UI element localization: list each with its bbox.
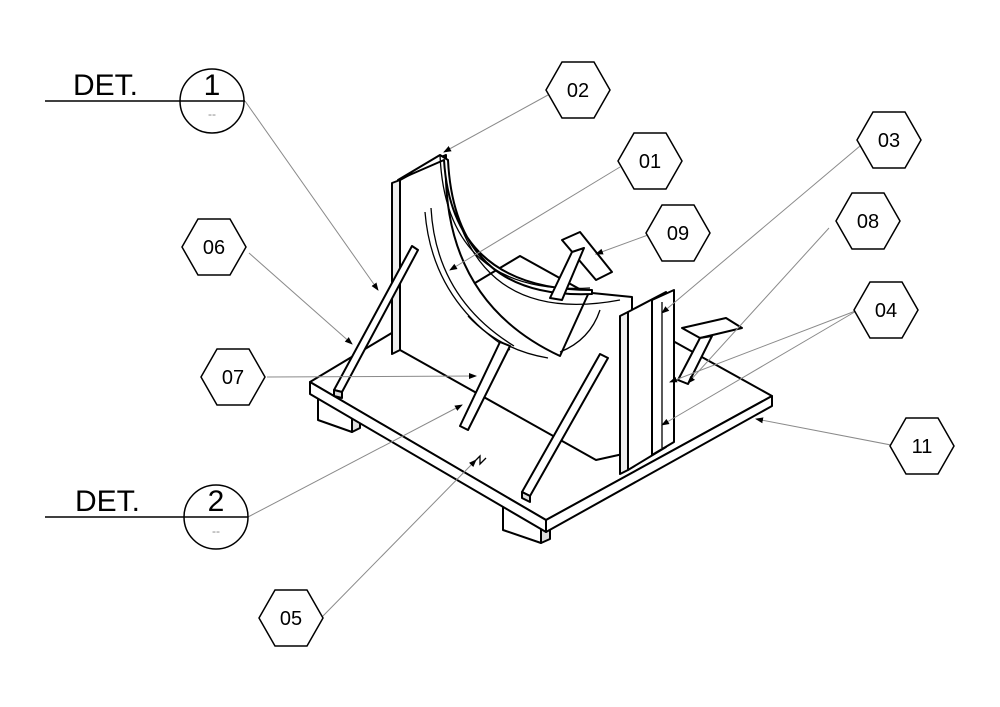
callout-06-label: 06 [203, 237, 225, 259]
detail-1-number: 1 [204, 69, 221, 102]
callout-02-label: 02 [567, 80, 589, 102]
callout-08-label: 08 [857, 211, 879, 233]
detail-marker-1: DET. 1 -- [45, 68, 245, 134]
callout-09: 09 [645, 204, 711, 262]
bracket-08 [677, 317, 743, 385]
detail-2-prefix: DET. [75, 485, 140, 518]
detail-marker-2: DET. 2 -- [45, 484, 249, 550]
callout-05-label: 05 [280, 608, 302, 630]
callout-01-label: 01 [639, 151, 661, 173]
end-plate-04 [651, 289, 675, 456]
callout-11: 11 [889, 417, 955, 475]
callout-09-label: 09 [667, 223, 689, 245]
callout-06: 06 [181, 218, 247, 276]
callout-03: 03 [856, 111, 922, 169]
detail-1-prefix: DET. [73, 69, 138, 102]
gusset-06 [333, 245, 419, 399]
callout-11-label: 11 [912, 436, 933, 458]
leader-lines [244, 94, 892, 618]
callout-02: 02 [545, 61, 611, 119]
callout-04-label: 04 [875, 300, 897, 322]
callout-04: 04 [853, 281, 919, 339]
callout-07: 07 [200, 348, 266, 406]
callout-08: 08 [835, 192, 901, 250]
detail-1-sheet: -- [208, 107, 216, 121]
callout-01: 01 [617, 132, 683, 190]
gusset-07 [459, 341, 511, 431]
detail-2-sheet: -- [212, 524, 220, 538]
callout-03-label: 03 [878, 130, 900, 152]
callout-07-label: 07 [222, 367, 244, 389]
weld-symbol [473, 454, 487, 466]
callout-05: 05 [258, 589, 324, 647]
gusset-front [521, 353, 609, 503]
bracket-09 [549, 231, 613, 301]
detail-2-number: 2 [208, 485, 225, 518]
